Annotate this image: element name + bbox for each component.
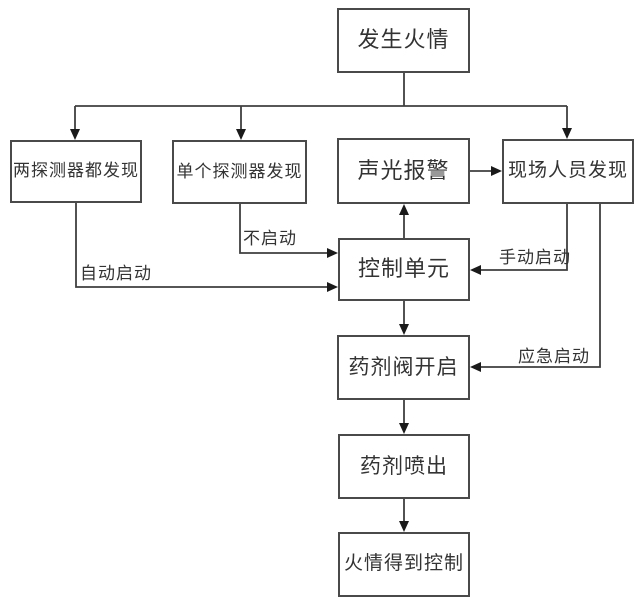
node-agent-valve-label: 药剂阀开启 [348, 355, 459, 379]
node-onsite-personnel-label: 现场人员发现 [507, 160, 628, 182]
edge-branch-to-single-detector [236, 106, 246, 140]
node-sound-light-alarm-label: 声光报警 [357, 157, 450, 183]
node-fire-controlled: 火情得到控制 [338, 532, 470, 597]
edge-control-to-valve [399, 301, 409, 335]
node-agent-sprays: 药剂喷出 [338, 434, 470, 499]
node-onsite-personnel-detect: 现场人员发现 [502, 139, 634, 204]
node-agent-sprays-label: 药剂喷出 [360, 454, 448, 478]
edge-alarm-to-personnel [470, 166, 502, 176]
node-agent-valve-opens: 药剂阀开启 [337, 335, 470, 400]
edge-valve-to-spray [399, 400, 409, 434]
edge-fire-to-branch [75, 73, 567, 107]
node-both-detectors-detect: 两探测器都发现 [10, 140, 142, 203]
node-sound-light-alarm: 声光报警 [337, 138, 470, 204]
node-control-unit: 控制单元 [338, 238, 470, 301]
edge-label-emergency-start: 应急启动 [518, 347, 590, 366]
edge-spray-to-controlled [399, 499, 409, 532]
node-fire-occurs: 发生火情 [337, 8, 470, 73]
node-fire-occurs-label: 发生火情 [357, 27, 450, 53]
node-both-detectors-label: 两探测器都发现 [13, 161, 139, 181]
node-fire-controlled-label: 火情得到控制 [343, 553, 464, 575]
edge-label-no-start: 不启动 [243, 229, 297, 248]
node-single-detector-label: 单个探测器发现 [176, 161, 303, 181]
edge-branch-to-both-detectors [70, 106, 80, 140]
edge-label-auto-start: 自动启动 [80, 264, 152, 283]
edge-single-detector-to-control-no-start [239, 204, 338, 258]
edge-personnel-to-control-manual-start [470, 204, 568, 275]
node-control-unit-label: 控制单元 [357, 256, 450, 282]
edge-branch-to-personnel [562, 106, 572, 139]
edge-label-manual-start: 手动启动 [499, 248, 571, 267]
node-single-detector-detects: 单个探测器发现 [172, 140, 307, 204]
edge-personnel-to-valve-emergency-start [470, 204, 601, 372]
edge-both-detectors-to-control-auto-start [75, 203, 338, 292]
edge-control-to-alarm [399, 204, 409, 238]
